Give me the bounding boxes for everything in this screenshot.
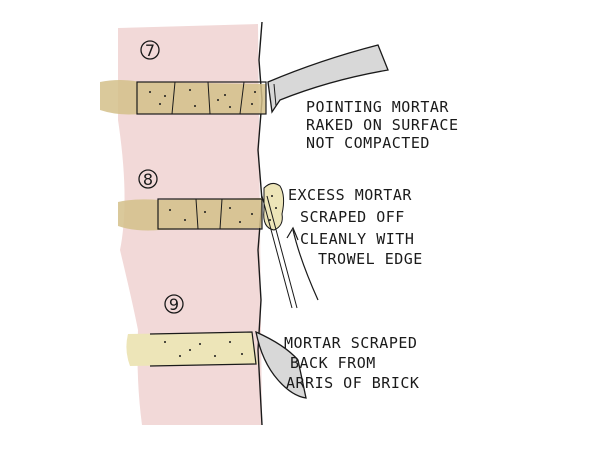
note-line-3: NOT COMPACTED [306,134,430,152]
step-number-badge [138,169,158,189]
note-line-1: POINTING MORTAR [306,98,449,116]
step-number: 9 [169,295,179,314]
step-number-badge [164,294,184,314]
note-line-3: CLEANLY WITH [300,230,414,248]
trowel-blade [261,195,298,309]
mortar-texture [149,89,256,108]
scrape-arrow-head [286,226,299,241]
step-number: 7 [145,41,155,60]
note-line-2: SCRAPED OFF [300,208,405,226]
mortar-joint-outline [136,81,267,115]
mortar-joint [118,198,262,231]
note-line-2: BACK FROM [290,354,376,372]
mortar-joint-outline [149,331,257,367]
step-9: 9 MORTAR SCRAPED BACK FROM ARRIS OF BRIC… [126,294,419,399]
step-8: 8 EXCESS MORTAR SCRAPED OFF CLEANLY WITH… [118,169,423,309]
pointing-trowel [267,44,389,114]
mortar-texture [164,341,243,357]
trowel-edge [273,83,277,107]
step-number: 8 [143,170,153,189]
trowel [255,330,307,399]
mortar-texture [169,207,253,223]
mortar-joint-divisions [171,81,245,115]
mortar-joint [126,332,259,366]
note-line-1: MORTAR SCRAPED [284,334,417,352]
note-line-4: TROWEL EDGE [318,250,423,268]
note-line-1: EXCESS MORTAR [288,186,412,204]
excess-mortar [263,182,285,231]
excess-mortar-texture [269,195,277,221]
mortar-joint-divisions [195,198,223,230]
note-line-3: ARRIS OF BRICK [286,374,419,392]
mortar-joint [100,80,266,115]
scrape-arrow [292,229,319,301]
note-line-2: RAKED ON SURFACE [306,116,459,134]
step-number-badge [140,40,160,60]
mortar-joint-outline [157,198,263,230]
step-7: 7 POINTING MORTAR RAKED ON SURFACE NOT C… [100,40,459,152]
